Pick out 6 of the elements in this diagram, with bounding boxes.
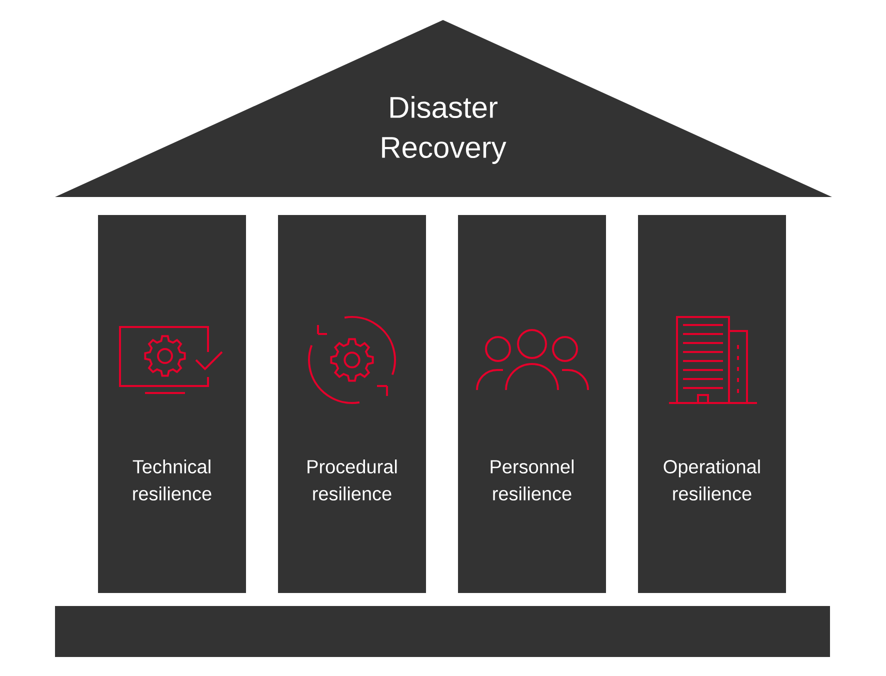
pillar: Technical resilience — [98, 214, 246, 593]
roof-triangle: Disaster Recovery — [55, 20, 832, 197]
pillar: Operational resilience — [638, 214, 786, 593]
pillar: Procedural resilience — [278, 214, 426, 593]
base-bar — [55, 606, 830, 657]
pillar: Personnel resilience — [458, 214, 606, 593]
